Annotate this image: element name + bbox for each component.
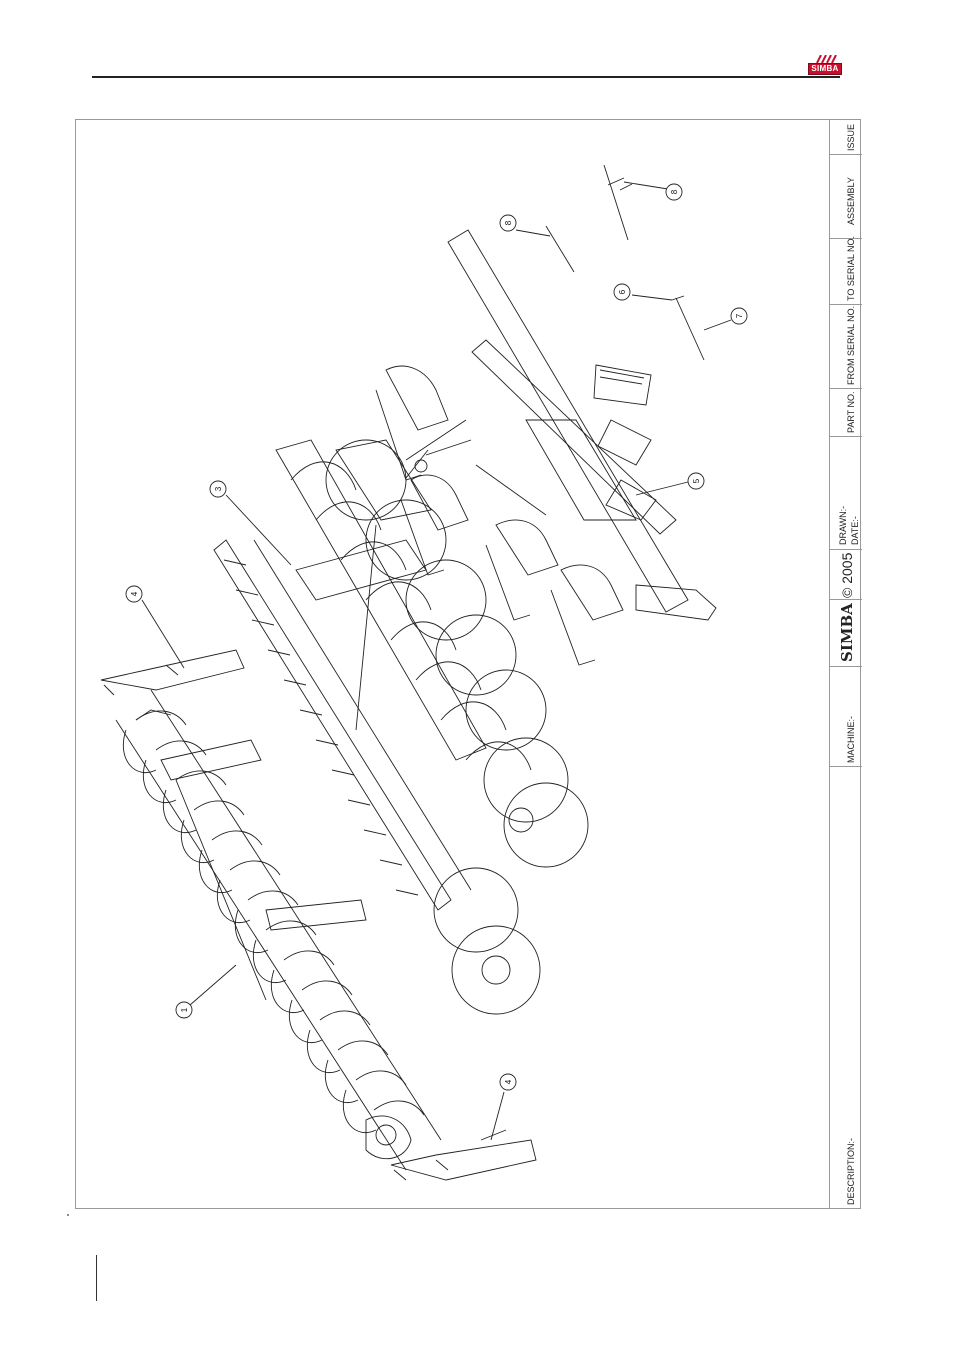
callout-3: 3 (210, 481, 226, 497)
callout-7: 8 (500, 215, 516, 231)
packer-roller (116, 690, 441, 1170)
parking-stand-lower (391, 1140, 536, 1180)
date-label: DATE:- (850, 516, 860, 545)
simba-logo: SIMBA (808, 54, 842, 76)
header-rule (92, 76, 840, 78)
machine-cell: MACHINE:- (830, 667, 862, 767)
description-label: DESCRIPTION:- (846, 1138, 856, 1205)
part-no-label: PART NO. (846, 391, 856, 433)
logo-stripes-icon (815, 55, 837, 63)
callout-6: 6 (614, 284, 630, 300)
simba-logo-cell: SIMBA (830, 600, 862, 667)
machine-label: MACHINE:- (846, 716, 856, 763)
svg-text:1: 1 (180, 1007, 189, 1012)
svg-text:5: 5 (692, 478, 701, 483)
callout-8-lower: 7 (731, 308, 747, 324)
issue-label: ISSUE (846, 124, 856, 151)
drawbar (406, 450, 428, 478)
svg-text:4: 4 (130, 591, 139, 596)
copyright-text: © 2005 (839, 553, 855, 598)
exploded-assembly-drawing: 8 8 6 7 5 3 4 1 4 (76, 120, 828, 1208)
leader-1 (190, 965, 236, 1005)
callout-4-lower: 4 (500, 1074, 516, 1090)
leader-8-lower (704, 320, 731, 330)
leader-4-lower (491, 1092, 504, 1140)
callout-4-upper: 4 (126, 586, 142, 602)
copyright-cell: © 2005 (830, 550, 862, 600)
to-serial-label: TO SERIAL NO. (846, 236, 856, 301)
to-serial-cell: TO SERIAL NO. (830, 239, 862, 305)
leader-3 (226, 495, 291, 565)
footer-rule (96, 1255, 97, 1301)
svg-text:4: 4 (504, 1079, 513, 1084)
leader-6 (632, 295, 672, 300)
assembly-label: ASSEMBLY (846, 177, 856, 225)
from-serial-label: FROM SERIAL NO. (846, 306, 856, 385)
assembly-cell: ASSEMBLY (830, 155, 862, 239)
svg-text:6: 6 (618, 289, 627, 294)
pin-8-upper (604, 165, 628, 240)
drawn-date-cell: DRAWN:- DATE:- (830, 437, 862, 550)
from-serial-cell: FROM SERIAL NO. (830, 305, 862, 389)
callout-5: 5 (688, 473, 704, 489)
svg-text:8: 8 (670, 189, 679, 194)
stray-dot (67, 1214, 69, 1216)
disc-blades (326, 440, 588, 1014)
drawn-label: DRAWN:- (838, 506, 848, 545)
callout-8-upper: 8 (666, 184, 682, 200)
pin-8-lower (676, 298, 704, 360)
leader-4-upper (142, 600, 184, 668)
leader-5 (636, 482, 688, 495)
manual-box (594, 365, 651, 405)
title-block: ISSUE ASSEMBLY TO SERIAL NO. FROM SERIAL… (829, 119, 861, 1209)
disc-gang-frame (214, 440, 531, 910)
svg-text:3: 3 (214, 486, 223, 491)
svg-text:8: 8 (504, 220, 513, 225)
issue-cell: ISSUE (830, 119, 862, 155)
simba-title-logo: SIMBA (838, 603, 856, 662)
logo-text: SIMBA (808, 64, 842, 74)
svg-text:7: 7 (735, 313, 744, 318)
pin-7 (546, 226, 574, 272)
description-cell: DESCRIPTION:- (830, 767, 862, 1209)
rear-frame-assembly (376, 230, 716, 665)
part-no-cell: PART NO. (830, 389, 862, 437)
leader-7 (516, 230, 550, 236)
callout-1: 1 (176, 1002, 192, 1018)
